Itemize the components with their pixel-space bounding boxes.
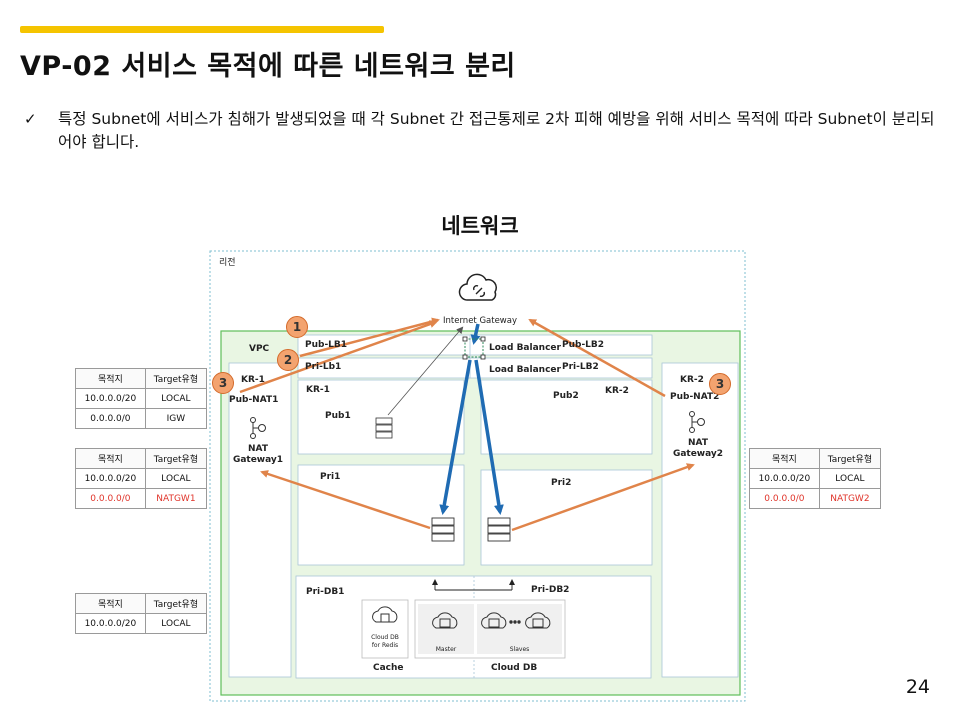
arrow-pri1-to-nat1 xyxy=(260,470,431,530)
rt-cell: NATGW2 xyxy=(818,488,882,509)
cloud-icon xyxy=(458,273,498,301)
rt-header-target: Target유형 xyxy=(818,448,882,469)
kr2-inner-label: KR-2 xyxy=(605,386,629,396)
cache-label: Cache xyxy=(373,663,404,673)
redis-box xyxy=(361,599,409,659)
check-icon: ✓ xyxy=(24,110,37,128)
load-balancer-label-2: Load Balancer xyxy=(489,365,561,375)
rt-cell: 10.0.0.0/20 xyxy=(75,468,146,489)
rt-cell: 0.0.0.0/0 xyxy=(749,488,820,509)
rt-cell: 10.0.0.0/20 xyxy=(75,388,146,409)
rt-cell: LOCAL xyxy=(144,613,208,634)
nat-gateway1-icon xyxy=(250,417,266,439)
rt-cell: 10.0.0.0/20 xyxy=(75,613,146,634)
pri1-subnet xyxy=(297,464,465,566)
page-title: VP-02 서비스 목적에 따른 네트워크 분리 xyxy=(20,51,516,82)
arrow-igw-to-lb xyxy=(470,323,481,345)
redis-icon xyxy=(372,606,398,623)
pub-nat1-label: Pub-NAT1 xyxy=(229,395,279,405)
pri-db2-label: Pri-DB2 xyxy=(531,585,570,595)
pub-lb2-label: Pub-LB2 xyxy=(562,340,605,350)
master-box xyxy=(418,604,474,654)
slaves-box xyxy=(477,604,562,654)
pub1-subnet xyxy=(297,379,465,455)
pri2-subnet xyxy=(480,469,653,566)
step-badge-2: 2 xyxy=(277,349,299,371)
server-icon-pub1 xyxy=(375,417,393,439)
rt-cell: 0.0.0.0/0 xyxy=(75,488,146,509)
rt-cell: LOCAL xyxy=(144,388,208,409)
arrow-pri2-to-nat2 xyxy=(511,463,695,532)
nat-gateway1-label: NAT Gateway1 xyxy=(232,444,284,465)
title-accent-bar xyxy=(20,26,384,33)
kr1-zone xyxy=(228,362,292,678)
rt-header-target: Target유형 xyxy=(144,593,208,614)
db-slave-icon xyxy=(481,612,551,629)
server-icon-pri1 xyxy=(431,517,455,542)
arrow-lb-to-igw xyxy=(299,317,440,358)
arrow-lb-to-pri2 xyxy=(474,359,504,515)
pub2-subnet xyxy=(480,379,653,455)
step-badge-3-right: 3 xyxy=(709,373,731,395)
rt-header-target: Target유형 xyxy=(144,448,208,469)
pub1-to-igw-line xyxy=(387,326,464,416)
arrow-nat2-to-igw xyxy=(528,318,666,398)
pri-lb-bar xyxy=(297,357,653,379)
pri-db1-label: Pri-DB1 xyxy=(306,587,345,597)
kr2-zone xyxy=(661,362,739,678)
nat-gateway2-label: NAT Gateway2 xyxy=(672,438,724,459)
description-text: 특정 Subnet에 서비스가 침해가 발생되었을 때 각 Subnet 간 접… xyxy=(58,110,935,151)
kr1-inner-label: KR-1 xyxy=(306,385,330,395)
pub2-label: Pub2 xyxy=(553,391,579,401)
rt-cell: IGW xyxy=(144,408,208,429)
pub-nat2-label: Pub-NAT2 xyxy=(670,392,720,402)
load-balancer-label-1: Load Balancer xyxy=(489,343,561,353)
db-master-icon xyxy=(432,612,458,629)
rt-header-target: Target유형 xyxy=(144,368,208,389)
server-icon-pri2 xyxy=(487,517,511,542)
rt-cell: NATGW1 xyxy=(144,488,208,509)
nat-gateway2-icon xyxy=(689,411,705,433)
slaves-label: Slaves xyxy=(509,646,530,653)
step-badge-3-left: 3 xyxy=(212,372,234,394)
rt-cell: LOCAL xyxy=(144,468,208,489)
kr1-left-label: KR-1 xyxy=(241,375,265,385)
rt-header-dest: 목적지 xyxy=(75,593,146,614)
arrow-lb-to-pri1 xyxy=(439,359,472,515)
rt-cell: 10.0.0.0/20 xyxy=(749,468,820,489)
arrow-nat1-to-igw xyxy=(239,320,438,394)
step-badge-1: 1 xyxy=(286,316,308,338)
pri-lb1-label: Pri-Lb1 xyxy=(305,362,342,372)
rt-header-dest: 목적지 xyxy=(749,448,820,469)
load-balancer-icon xyxy=(462,336,486,360)
pri1-label: Pri1 xyxy=(320,472,341,482)
pri-lb2-label: Pri-LB2 xyxy=(562,362,599,372)
vpc-label: VPC xyxy=(249,344,270,354)
diagram-title: 네트워크 xyxy=(441,214,519,238)
rt-cell: LOCAL xyxy=(818,468,882,489)
pub1-label: Pub1 xyxy=(325,411,351,421)
page-number: 24 xyxy=(905,676,930,698)
master-label: Master xyxy=(435,646,457,653)
rt-cell: 0.0.0.0/0 xyxy=(75,408,146,429)
pub-lb1-label: Pub-LB1 xyxy=(305,340,348,350)
internet-gateway-label: Internet Gateway xyxy=(443,316,518,326)
cloud-db-redis-label: Cloud DB for Redis xyxy=(371,634,399,649)
cloud-db-label: Cloud DB xyxy=(491,663,538,673)
rt-header-dest: 목적지 xyxy=(75,448,146,469)
kr2-right-label: KR-2 xyxy=(680,375,704,385)
rt-header-dest: 목적지 xyxy=(75,368,146,389)
region-label: 리전 xyxy=(219,258,236,268)
pri2-label: Pri2 xyxy=(551,478,572,488)
